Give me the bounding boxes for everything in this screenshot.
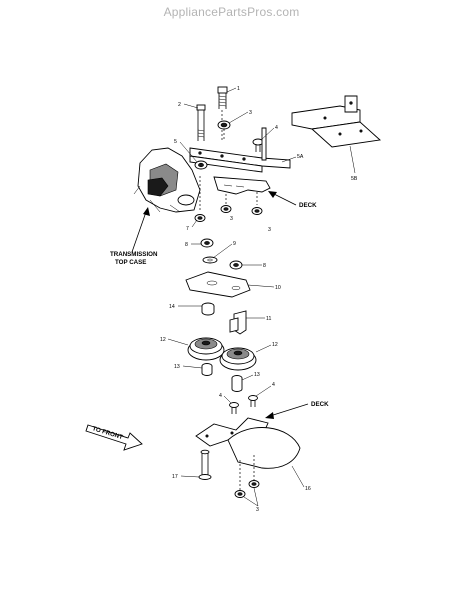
callout-17: 17 [172,474,178,480]
nut-part-3-lower-left [220,194,232,213]
pin-part-4-lower-right [248,395,258,407]
baffle-part-16 [227,427,301,469]
idler-plate-part-10 [185,271,251,298]
washer-part-9 [202,256,218,264]
callout-3-mid-right: 3 [268,227,271,233]
pin-part-4-lower-left [229,402,239,414]
callout-9: 9 [233,241,236,247]
callout-8-right: 8 [263,263,266,269]
callout-5b: 5B [351,176,358,182]
callout-3-top: 3 [249,110,252,116]
bolt-part-2 [196,104,206,141]
callout-12-left: 12 [160,337,166,343]
callout-3-mid-left: 3 [230,216,233,222]
spacer-part-13-right [231,375,243,392]
nut-part-3-lower-right [251,192,263,215]
spacer-part-13-left [201,363,213,376]
bracket-part-11 [229,310,247,335]
callout-16: 16 [305,486,311,492]
callout-10: 10 [275,285,281,291]
deck-plate-upper [213,176,271,195]
nut-part-3-bottom-right [248,455,260,488]
transmission-top-case [133,147,201,213]
callout-14: 14 [169,304,175,310]
callout-2: 2 [178,102,181,108]
pin-part-4-upper [252,138,264,152]
callout-4-lower-right: 4 [272,382,275,388]
callout-8-left: 8 [185,242,188,248]
watermark: AppliancePartsPros.com [163,5,300,19]
transmission-label-line2: TOP CASE [115,259,146,266]
pulley-part-12-left [187,337,225,361]
transmission-label-line1: TRANSMISSION [110,251,158,258]
nut-part-5 [194,160,208,170]
pulley-part-12-right [219,347,257,371]
bolt-part-1 [217,86,228,140]
deck-label-lower: DECK [311,401,329,408]
deck-arrow-upper [268,191,297,206]
to-front-label: TO FRONT [91,425,123,441]
callout-leaders [167,87,356,507]
nut-part-7 [194,214,206,222]
callout-5a: 5A [297,154,304,160]
callout-13-left: 13 [174,364,180,370]
nut-part-3-top [217,120,231,140]
callout-3-bottom: 3 [256,507,259,513]
bracket-part-5b [291,95,382,148]
nut-part-8-left [200,238,214,248]
callout-4-lower-left: 4 [219,393,222,399]
to-front-arrow [85,424,143,451]
transmission-arrow [131,207,150,253]
nut-part-8-right [229,260,243,270]
deck-label-upper: DECK [299,202,317,209]
callout-11: 11 [266,316,271,322]
bolt-part-17 [198,449,212,480]
nut-part-3-bottom-left [234,460,246,498]
callout-13-right: 13 [254,372,260,378]
callout-5: 5 [174,139,177,145]
callout-4-upper: 4 [275,125,278,131]
bushing-part-14 [201,302,215,316]
deck-arrow-lower [265,403,309,419]
callout-12-right: 12 [272,342,278,348]
callout-1: 1 [237,86,240,92]
callout-7: 7 [186,226,189,232]
